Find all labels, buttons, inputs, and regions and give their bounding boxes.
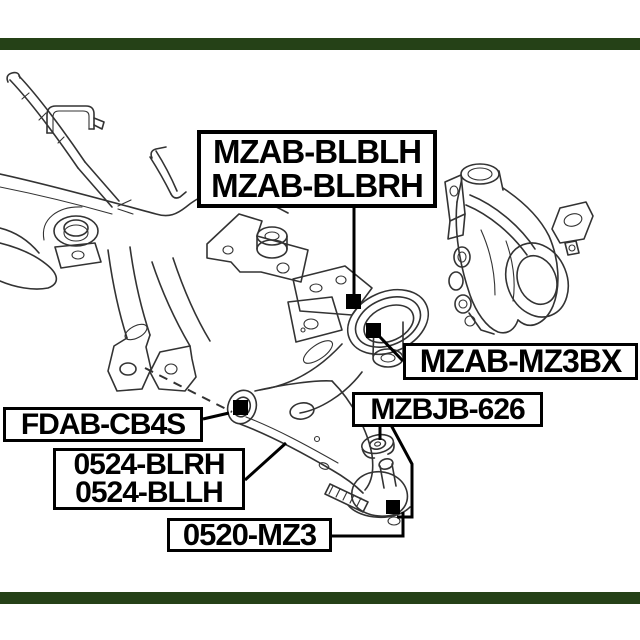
steering-knuckle-drawing bbox=[444, 163, 594, 335]
bottom-border-bar bbox=[0, 592, 640, 604]
part-label-ball-joint-boot: MZBJB-626 bbox=[352, 392, 543, 427]
part-label-arm-bushing-pair: MZAB-BLBLH MZAB-BLBRH bbox=[197, 130, 437, 208]
rear-bushing bbox=[346, 288, 430, 356]
part-label-ball-joint: 0520-MZ3 bbox=[167, 517, 332, 552]
part-label-control-arm-pair: 0524-BLRH 0524-BLLH bbox=[53, 448, 245, 510]
marker-square bbox=[346, 294, 361, 309]
marker-square bbox=[233, 400, 248, 415]
part-number: 0524-BLLH bbox=[75, 476, 224, 509]
part-label-front-bushing: FDAB-CB4S bbox=[3, 407, 203, 442]
part-number: MZAB-BLBRH bbox=[211, 167, 424, 204]
marker-square bbox=[366, 323, 381, 338]
marker-square bbox=[386, 500, 400, 514]
top-border-bar bbox=[0, 38, 640, 50]
dashed-locator-line bbox=[144, 367, 233, 413]
part-number: FDAB-CB4S bbox=[20, 407, 186, 441]
subframe-drawing bbox=[0, 71, 309, 392]
part-number: MZAB-BLBLH bbox=[212, 133, 422, 170]
part-label-rear-bushing: MZAB-MZ3BX bbox=[403, 343, 638, 380]
control-arm-drawing bbox=[226, 265, 430, 526]
boot-washer bbox=[361, 433, 395, 459]
part-number: MZBJB-626 bbox=[370, 392, 525, 426]
part-number: 0520-MZ3 bbox=[182, 517, 317, 552]
part-number: MZAB-MZ3BX bbox=[419, 343, 623, 379]
leader-lines bbox=[202, 206, 414, 538]
part-number: 0524-BLRH bbox=[73, 448, 225, 481]
